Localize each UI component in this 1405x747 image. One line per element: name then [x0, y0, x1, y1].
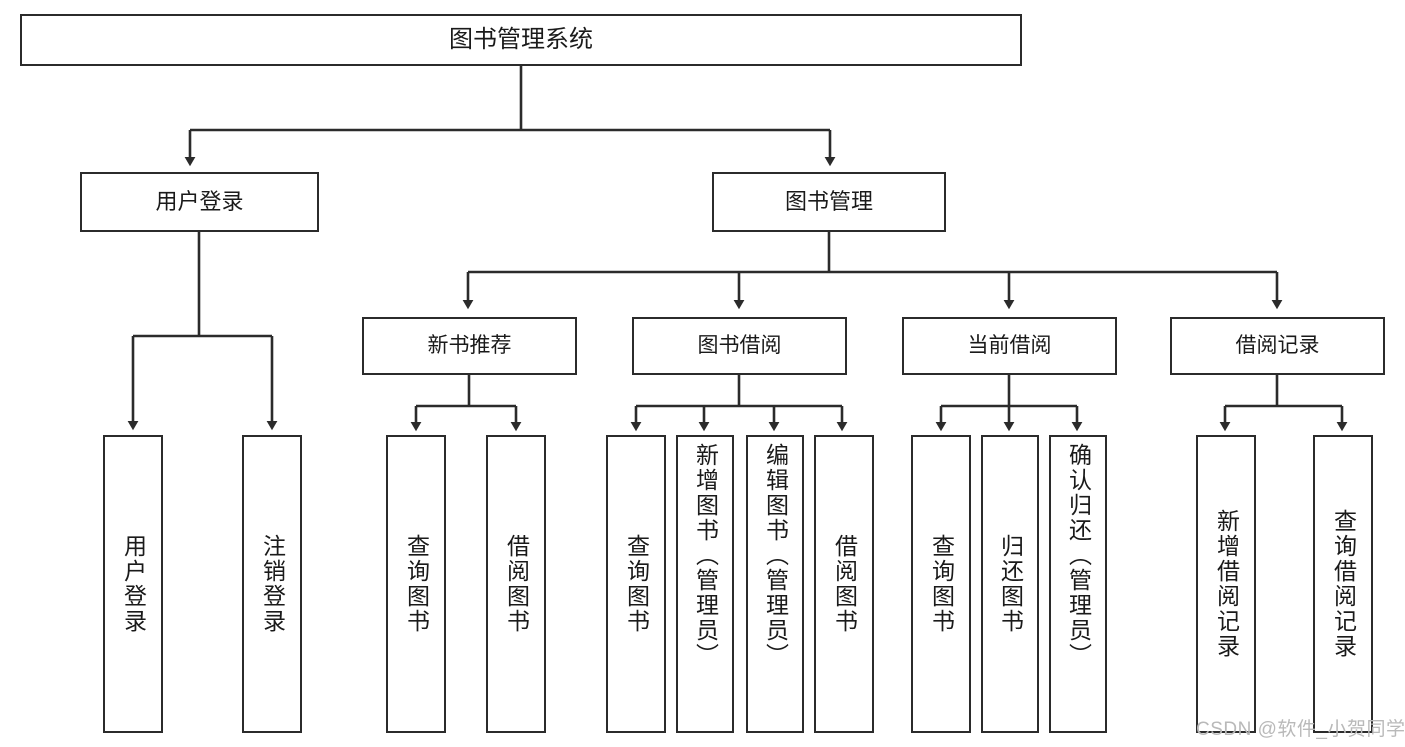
node-label: 图书借阅 [697, 333, 782, 357]
node-new-book-recommend[interactable]: 新书推荐 [362, 317, 577, 375]
leaf-label: 归还图书 [997, 534, 1024, 634]
node-label: 用户登录 [155, 189, 244, 215]
leaf-borrow-book-recommend[interactable]: 借阅图书 [486, 435, 546, 733]
leaf-return-book[interactable]: 归还图书 [981, 435, 1039, 733]
node-label: 借阅记录 [1235, 333, 1320, 357]
leaf-query-borrow-record[interactable]: 查询借阅记录 [1313, 435, 1373, 733]
leaf-label: 新增借阅记录 [1213, 509, 1240, 659]
node-user-login[interactable]: 用户登录 [80, 172, 319, 232]
leaf-user-login[interactable]: 用户登录 [103, 435, 163, 733]
leaf-add-book-admin[interactable]: 新增图书（管理员） [676, 435, 734, 733]
csdn-watermark: CSDN @软件_小贺同学 [1196, 719, 1405, 740]
node-label: 图书管理系统 [449, 26, 593, 53]
leaf-label: 编辑图书（管理员） [762, 443, 789, 668]
leaf-query-book-current[interactable]: 查询图书 [911, 435, 971, 733]
leaf-query-book-recommend[interactable]: 查询图书 [386, 435, 446, 733]
node-current-borrow[interactable]: 当前借阅 [902, 317, 1117, 375]
leaf-label: 新增图书（管理员） [692, 443, 719, 668]
node-label: 当前借阅 [967, 333, 1052, 357]
leaf-label: 借阅图书 [831, 534, 858, 634]
leaf-query-book-borrow[interactable]: 查询图书 [606, 435, 666, 733]
node-label: 新书推荐 [427, 333, 512, 357]
leaf-confirm-return-admin[interactable]: 确认归还（管理员） [1049, 435, 1107, 733]
leaf-edit-book-admin[interactable]: 编辑图书（管理员） [746, 435, 804, 733]
leaf-label: 借阅图书 [503, 534, 530, 634]
leaf-label: 查询图书 [403, 534, 430, 634]
leaf-label: 查询图书 [623, 534, 650, 634]
leaf-label: 查询借阅记录 [1330, 509, 1357, 659]
node-root-system[interactable]: 图书管理系统 [20, 14, 1022, 66]
node-book-management[interactable]: 图书管理 [712, 172, 946, 232]
leaf-borrow-book[interactable]: 借阅图书 [814, 435, 874, 733]
node-label: 图书管理 [784, 189, 873, 215]
leaf-label: 用户登录 [120, 534, 147, 634]
node-borrow-record[interactable]: 借阅记录 [1170, 317, 1385, 375]
node-book-borrow[interactable]: 图书借阅 [632, 317, 847, 375]
leaf-add-borrow-record[interactable]: 新增借阅记录 [1196, 435, 1256, 733]
leaf-logout[interactable]: 注销登录 [242, 435, 302, 733]
leaf-label: 查询图书 [928, 534, 955, 634]
leaf-label: 注销登录 [259, 534, 286, 634]
leaf-label: 确认归还（管理员） [1065, 443, 1092, 668]
